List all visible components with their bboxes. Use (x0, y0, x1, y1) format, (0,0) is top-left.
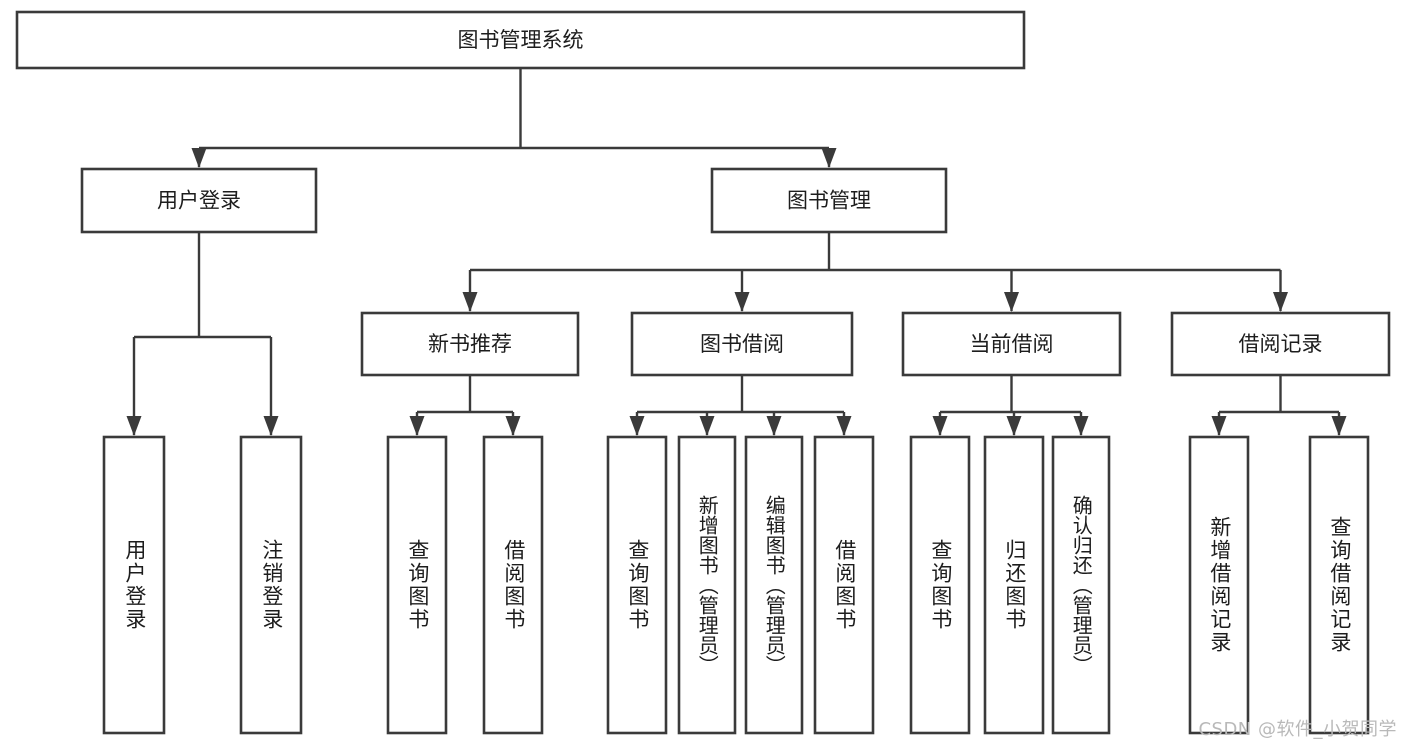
node-label-wrap-leaf-user-login: 用户登录 (122, 539, 147, 631)
node-box-leaf-user-login (102, 435, 166, 735)
node-label-wrap-leaf-user-logout: 注销登录 (259, 539, 284, 631)
node-new-book-rec[interactable]: 新书推荐 (360, 311, 580, 377)
node-box-leaf-borrow-book (813, 435, 875, 735)
node-label-leaf-rec-query-book: 查询图书 (405, 539, 430, 631)
node-label-leaf-confirm-return: 确认归还（管理员） (1069, 495, 1094, 675)
node-label-borrow-record: 借阅记录 (1239, 332, 1323, 356)
node-label-leaf-borrow-query-book: 查询图书 (625, 539, 650, 631)
node-label-wrap-leaf-rec-query-book: 查询图书 (405, 539, 430, 631)
arrow-head-icon-book-borrow (734, 292, 750, 312)
arrow-head-icon-leaf-rec-query-book (409, 416, 425, 436)
arrow-head-icon-leaf-confirm-return (1073, 416, 1089, 436)
node-leaf-confirm-return[interactable]: 确认归还（管理员） (1051, 435, 1111, 735)
arrow-head-icon-leaf-cur-query-book (932, 416, 948, 436)
arrow-head-icon-leaf-add-book (699, 416, 715, 436)
node-borrow-record[interactable]: 借阅记录 (1170, 311, 1391, 377)
node-leaf-return-book[interactable]: 归还图书 (983, 435, 1045, 735)
node-label-leaf-rec-borrow-book: 借阅图书 (501, 539, 526, 631)
arrow-head-icon-current-borrow (1004, 292, 1019, 312)
arrow-head-icon-leaf-edit-book (766, 416, 782, 436)
arrow-head-icon-leaf-user-logout (263, 416, 279, 436)
node-box-book-manage (710, 167, 948, 234)
node-box-leaf-return-book (983, 435, 1045, 735)
connector-lines (126, 68, 1347, 436)
node-label-leaf-cur-query-book: 查询图书 (928, 539, 953, 631)
node-current-borrow[interactable]: 当前借阅 (901, 311, 1122, 377)
node-label-book-manage: 图书管理 (787, 189, 871, 213)
arrow-head-icon-borrow-record (1273, 292, 1288, 312)
node-boxes: 图书管理系统用户登录图书管理新书推荐图书借阅当前借阅借阅记录用户登录注销登录查询… (15, 10, 1391, 735)
arrow-head-icon-leaf-add-record (1211, 416, 1227, 436)
node-box-user-login (80, 167, 318, 234)
node-box-leaf-add-book (677, 435, 737, 735)
node-user-login[interactable]: 用户登录 (80, 167, 318, 234)
node-label-wrap-leaf-confirm-return: 确认归还（管理员） (1069, 495, 1094, 675)
node-label-leaf-borrow-book: 借阅图书 (832, 539, 857, 631)
node-box-leaf-edit-book (744, 435, 804, 735)
node-label-leaf-user-logout: 注销登录 (259, 539, 284, 631)
node-label-wrap-leaf-cur-query-book: 查询图书 (928, 539, 953, 631)
node-label-wrap-leaf-borrow-book: 借阅图书 (832, 539, 857, 631)
node-leaf-query-record[interactable]: 查询借阅记录 (1308, 435, 1370, 735)
node-label-leaf-add-record: 新增借阅记录 (1207, 516, 1232, 654)
node-label-new-book-rec: 新书推荐 (428, 332, 512, 356)
node-leaf-add-book[interactable]: 新增图书（管理员） (677, 435, 737, 735)
node-box-leaf-borrow-query-book (606, 435, 668, 735)
node-box-current-borrow (901, 311, 1122, 377)
node-leaf-rec-borrow-book[interactable]: 借阅图书 (482, 435, 544, 735)
node-label-current-borrow: 当前借阅 (970, 332, 1054, 356)
node-box-leaf-add-record (1188, 435, 1250, 735)
node-label-leaf-add-book: 新增图书（管理员） (695, 495, 720, 675)
node-box-book-borrow (630, 311, 854, 377)
node-box-leaf-rec-borrow-book (482, 435, 544, 735)
node-leaf-borrow-book[interactable]: 借阅图书 (813, 435, 875, 735)
node-label-wrap-leaf-query-record: 查询借阅记录 (1327, 516, 1352, 654)
node-label-wrap-leaf-add-record: 新增借阅记录 (1207, 516, 1232, 654)
arrow-head-icon-leaf-borrow-query-book (629, 416, 645, 436)
node-box-leaf-rec-query-book (386, 435, 448, 735)
node-leaf-borrow-query-book[interactable]: 查询图书 (606, 435, 668, 735)
node-leaf-cur-query-book[interactable]: 查询图书 (909, 435, 971, 735)
node-label-leaf-return-book: 归还图书 (1002, 539, 1027, 631)
arrow-head-icon-user-login (191, 148, 207, 168)
node-box-leaf-cur-query-book (909, 435, 971, 735)
node-label-leaf-query-record: 查询借阅记录 (1327, 516, 1352, 654)
node-leaf-rec-query-book[interactable]: 查询图书 (386, 435, 448, 735)
node-root[interactable]: 图书管理系统 (15, 10, 1026, 70)
node-label-root: 图书管理系统 (458, 28, 584, 52)
node-label-wrap-leaf-return-book: 归还图书 (1002, 539, 1027, 631)
node-box-new-book-rec (360, 311, 580, 377)
node-label-leaf-user-login: 用户登录 (122, 539, 147, 631)
node-label-book-borrow: 图书借阅 (700, 332, 784, 356)
arrow-head-icon-leaf-rec-borrow-book (505, 416, 521, 436)
node-leaf-user-login[interactable]: 用户登录 (102, 435, 166, 735)
node-label-wrap-leaf-add-book: 新增图书（管理员） (695, 495, 720, 675)
arrow-head-icon-book-manage (821, 148, 837, 168)
node-label-wrap-leaf-edit-book: 编辑图书（管理员） (762, 495, 787, 675)
watermark-text: CSDN @软件_小贺同学 (1198, 719, 1397, 740)
node-book-manage[interactable]: 图书管理 (710, 167, 948, 234)
node-leaf-user-logout[interactable]: 注销登录 (239, 435, 303, 735)
arrow-head-icon-leaf-return-book (1006, 416, 1022, 436)
node-box-leaf-confirm-return (1051, 435, 1111, 735)
arrow-head-icon-leaf-query-record (1331, 416, 1347, 436)
node-label-leaf-edit-book: 编辑图书（管理员） (762, 495, 787, 675)
node-label-wrap-leaf-rec-borrow-book: 借阅图书 (501, 539, 526, 631)
node-box-leaf-user-logout (239, 435, 303, 735)
arrow-head-icon-leaf-user-login (126, 416, 142, 436)
node-box-borrow-record (1170, 311, 1391, 377)
node-label-user-login: 用户登录 (157, 189, 241, 213)
node-book-borrow[interactable]: 图书借阅 (630, 311, 854, 377)
node-leaf-edit-book[interactable]: 编辑图书（管理员） (744, 435, 804, 735)
node-label-wrap-leaf-borrow-query-book: 查询图书 (625, 539, 650, 631)
node-box-leaf-query-record (1308, 435, 1370, 735)
node-leaf-add-record[interactable]: 新增借阅记录 (1188, 435, 1250, 735)
arrow-head-icon-new-book-rec (462, 292, 478, 312)
node-box-root (15, 10, 1026, 70)
arrow-head-icon-leaf-borrow-book (836, 416, 852, 436)
